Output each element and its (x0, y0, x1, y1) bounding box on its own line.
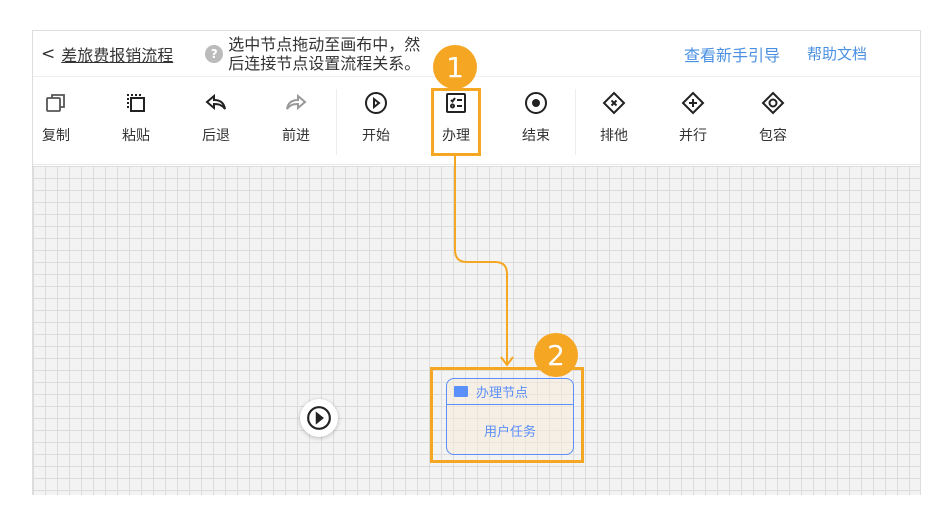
end-button[interactable]: 结束 (506, 91, 566, 145)
play-circle-icon (365, 92, 387, 114)
gateway-x-icon (602, 91, 626, 115)
page-title[interactable]: 差旅费报销流程 (61, 45, 174, 65)
play-circle-icon (307, 406, 331, 430)
divider (575, 89, 576, 155)
undo-button[interactable]: 后退 (186, 91, 246, 145)
copy-button[interactable]: 复制 (26, 91, 86, 145)
back-icon[interactable]: < (41, 43, 56, 64)
gateway-o-icon (761, 91, 785, 115)
stop-circle-icon (525, 92, 547, 114)
task-node[interactable]: 办理节点 用户任务 (446, 378, 574, 455)
start-node[interactable] (300, 399, 338, 437)
step-badge-2: 2 (534, 333, 578, 377)
toolbar: 复制 粘贴 后退 前进 开始 办理 结束 排他 并行 包容 (33, 77, 920, 165)
task-node-icon (454, 386, 468, 397)
tip: ?选中节点拖动至画布中，然后连接节点设置流程关系。 (205, 35, 424, 73)
step-badge-1: 1 (433, 45, 477, 89)
highlight-task-button (431, 88, 481, 156)
task-button[interactable]: 办理 (426, 91, 486, 145)
start-button[interactable]: 开始 (346, 91, 406, 145)
canvas[interactable] (33, 166, 920, 495)
header: < 差旅费报销流程 ?选中节点拖动至画布中，然后连接节点设置流程关系。 查看新手… (33, 31, 920, 77)
task-node-title: 办理节点 (476, 386, 529, 401)
redo-button[interactable]: 前进 (266, 91, 326, 145)
gateway-plus-icon (681, 91, 705, 115)
help-link[interactable]: 帮助文档 (807, 45, 868, 63)
exclusive-button[interactable]: 排他 (584, 91, 644, 145)
paste-icon (127, 94, 145, 112)
task-node-body: 用户任务 (483, 425, 536, 440)
question-icon: ? (205, 44, 224, 63)
checklist-icon (446, 93, 466, 113)
inclusive-button[interactable]: 包容 (743, 91, 803, 145)
paste-button[interactable]: 粘贴 (106, 91, 166, 145)
parallel-button[interactable]: 并行 (663, 91, 723, 145)
flow-editor: < 差旅费报销流程 ?选中节点拖动至画布中，然后连接节点设置流程关系。 查看新手… (32, 30, 921, 495)
guide-link[interactable]: 查看新手引导 (684, 45, 781, 65)
undo-icon (205, 93, 226, 111)
copy-icon (46, 94, 65, 112)
tip-text: 选中节点拖动至画布中，然后连接节点设置流程关系。 (228, 34, 421, 73)
divider (336, 89, 337, 155)
highlight-task-node (430, 367, 584, 463)
redo-icon (286, 93, 307, 111)
